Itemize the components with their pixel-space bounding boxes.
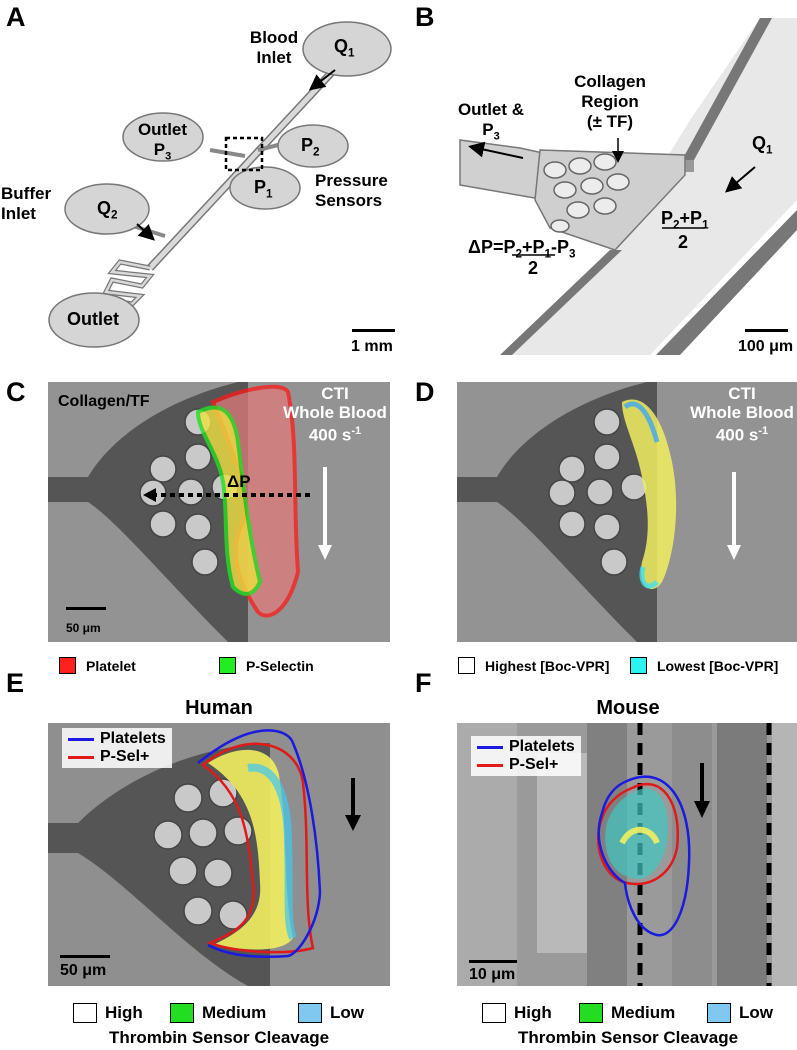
legend-psel-e: P-Sel+: [68, 748, 166, 766]
delta-p-label: ΔP: [227, 472, 251, 491]
device-schematic: [48, 21, 395, 348]
micrograph-d: [457, 382, 797, 642]
legend-highest-boc-vpr: Highest [Boc-VPR]: [458, 657, 609, 674]
legend-high-f: High: [482, 1003, 552, 1023]
legend-low-f: Low: [707, 1003, 773, 1023]
panel-c-letter: C: [6, 377, 26, 407]
collagen-tf-label: Collagen/TF: [58, 393, 150, 410]
scale-a: 1 mm: [351, 338, 393, 355]
p1-label: P1: [254, 177, 273, 201]
footer-f: Thrombin Sensor Cleavage: [517, 1028, 739, 1047]
legend-p-selectin: P-Selectin: [219, 657, 314, 674]
title-mouse: Mouse: [596, 697, 660, 719]
scale-bar-e: [60, 955, 110, 958]
legend-platelet: Platelet: [59, 657, 136, 674]
swatch-highest: [458, 657, 475, 674]
legend-medium-e: Medium: [170, 1003, 266, 1023]
legend-lowest-boc-vpr: Lowest [Boc-VPR]: [630, 657, 778, 674]
scale-e: 50 μm: [60, 962, 107, 979]
panel-d-letter: D: [415, 377, 435, 407]
collagen-region-schematic: [459, 18, 797, 355]
outlet-p3-label-b: Outlet &P3: [457, 100, 525, 143]
delta-p-denominator: 2: [528, 258, 539, 278]
legend-overlay-f: Platelets P-Sel+: [471, 736, 581, 776]
swatch-medium-e: [170, 1003, 194, 1023]
swatch-high-f: [482, 1003, 506, 1023]
title-human: Human: [185, 697, 253, 719]
legend-overlay-e: Platelets P-Sel+: [62, 728, 172, 768]
delta-p-equation: ΔP=P2+P1-P3: [468, 237, 576, 261]
footer-e: Thrombin Sensor Cleavage: [108, 1028, 330, 1047]
scale-b: 100 μm: [738, 338, 794, 355]
panel-b-letter: B: [415, 2, 435, 32]
panel-e-letter: E: [6, 668, 25, 698]
swatch-p-selectin: [219, 657, 236, 674]
micrograph-c: [48, 382, 390, 642]
swatch-high-e: [73, 1003, 97, 1023]
swatch-medium-f: [579, 1003, 603, 1023]
scale-f: 10 μm: [469, 966, 516, 983]
scale-c: 50 μm: [66, 621, 101, 635]
panel-f-letter: F: [415, 668, 432, 698]
legend-low-e: Low: [298, 1003, 364, 1023]
q2-label: Q2: [97, 198, 118, 222]
legend-platelets-f: Platelets: [477, 738, 575, 756]
legend-psel-f: P-Sel+: [477, 756, 575, 774]
scale-bar-f: [469, 960, 517, 963]
swatch-platelet: [59, 657, 76, 674]
legend-medium-f: Medium: [579, 1003, 675, 1023]
p2-label: P2: [301, 135, 320, 159]
mean-pressure-numerator: P2+P1: [661, 208, 709, 232]
swatch-low-e: [298, 1003, 322, 1023]
legend-platelets-e: Platelets: [68, 730, 166, 748]
swatch-lowest: [630, 657, 647, 674]
swatch-low-f: [707, 1003, 731, 1023]
legend-high-e: High: [73, 1003, 143, 1023]
outlet-label: Outlet: [67, 309, 119, 329]
q1-label-b: Q1: [752, 133, 773, 157]
panel-a-letter: A: [6, 2, 26, 32]
mean-pressure-denominator: 2: [678, 232, 689, 252]
q1-label: Q1: [334, 36, 355, 60]
